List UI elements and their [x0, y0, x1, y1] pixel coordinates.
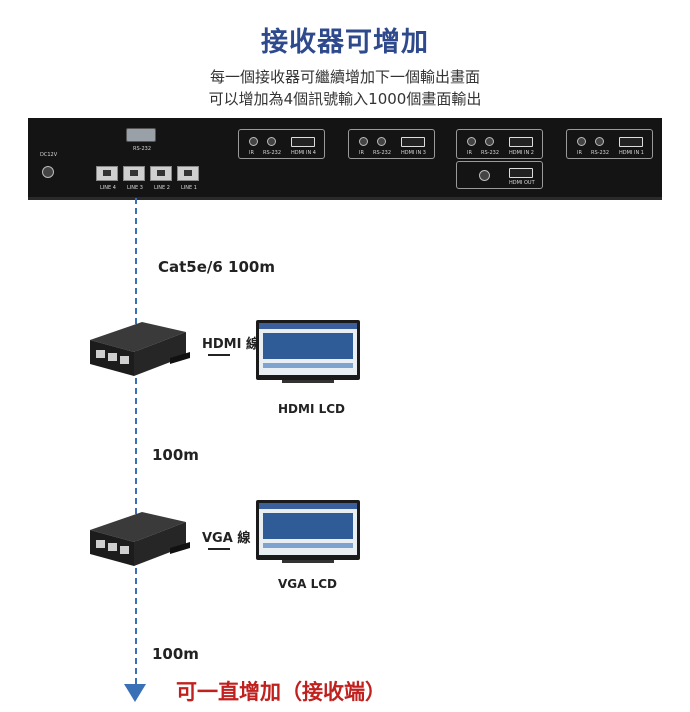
line-label: LINE 3 [127, 185, 143, 191]
input-group-3: IR RS-232 HDMI IN 3 [348, 129, 435, 159]
rs232-jack-icon [267, 137, 276, 146]
ir-label: IR [249, 150, 254, 156]
ir-jack-icon [467, 137, 476, 146]
device-back-panel: DC12V RS-232 LINE 4 LINE 3 LINE 2 LINE 1… [28, 118, 662, 200]
hdmi-in-label: HDMI IN 4 [291, 150, 316, 156]
hdmi-lcd-label: HDMI LCD [278, 402, 346, 416]
hdmi-port-icon [401, 137, 425, 147]
ir-jack-icon [577, 137, 586, 146]
rj45-port-icon [177, 166, 199, 181]
input-group-2: IR RS-232 HDMI IN 2 [456, 129, 543, 159]
ir-jack-icon [249, 137, 258, 146]
vga-lcd-label: VGA LCD [278, 577, 338, 591]
rs232-jack-icon [595, 137, 604, 146]
rs232-label: RS-232 [263, 150, 281, 156]
description-line-2: 可以增加為4個訊號輸入1000個畫面輸出 [208, 90, 482, 108]
hdmi-cable-label: HDMI 線 [202, 337, 259, 352]
audio-jack-icon [479, 170, 490, 181]
rs232-label: RS-232 [373, 150, 391, 156]
distance-label-2: 100m [152, 645, 199, 663]
hdmi-out-label: HDMI OUT [509, 180, 535, 186]
rs232-label: RS-232 [133, 146, 151, 152]
vga-lcd-icon [256, 500, 360, 563]
rs232-jack-icon [485, 137, 494, 146]
description-line-1: 每一個接收器可繼續增加下一個輸出畫面 [209, 68, 480, 86]
input-group-1: IR RS-232 HDMI IN 1 [566, 129, 653, 159]
hdmi-in-label: HDMI IN 2 [509, 150, 534, 156]
ir-label: IR [467, 150, 472, 156]
page-title: 接收器可增加 [261, 27, 429, 58]
rs232-label: RS-232 [591, 150, 609, 156]
dc-label: DC12V [40, 152, 58, 158]
hdmi-port-icon [509, 137, 533, 147]
hdmi-lcd-icon [256, 320, 360, 383]
cable-label: Cat5e/6 100m [158, 258, 275, 276]
receiver-unit-icon [90, 322, 190, 376]
hdmi-port-icon [291, 137, 315, 147]
rj45-port-icon [150, 166, 172, 181]
ir-jack-icon [359, 137, 368, 146]
cable-dash [208, 354, 230, 356]
vga-cable-label: VGA 線 [202, 531, 251, 546]
output-group: HDMI OUT [456, 161, 543, 189]
down-arrow-icon [124, 684, 146, 702]
rj45-port-icon [123, 166, 145, 181]
hdmi-in-label: HDMI IN 3 [401, 150, 426, 156]
cable-dash [208, 548, 230, 550]
ir-label: IR [577, 150, 582, 156]
expand-note: 可一直增加（接收端） [176, 680, 386, 704]
dc-jack-icon [42, 166, 54, 178]
ir-label: IR [359, 150, 364, 156]
connection-line [135, 198, 137, 684]
hdmi-port-icon [619, 137, 643, 147]
hdmi-in-label: HDMI IN 1 [619, 150, 644, 156]
rs232-jack-icon [377, 137, 386, 146]
input-group-4: IR RS-232 HDMI IN 4 [238, 129, 325, 159]
line-label: LINE 1 [181, 185, 197, 191]
rj45-port-icon [96, 166, 118, 181]
line-label: LINE 4 [100, 185, 116, 191]
line-label: LINE 2 [154, 185, 170, 191]
hdmi-port-icon [509, 168, 533, 178]
rs232-label: RS-232 [481, 150, 499, 156]
distance-label-1: 100m [152, 446, 199, 464]
rs232-db9-port-icon [126, 128, 156, 142]
receiver-unit-icon [90, 512, 190, 566]
